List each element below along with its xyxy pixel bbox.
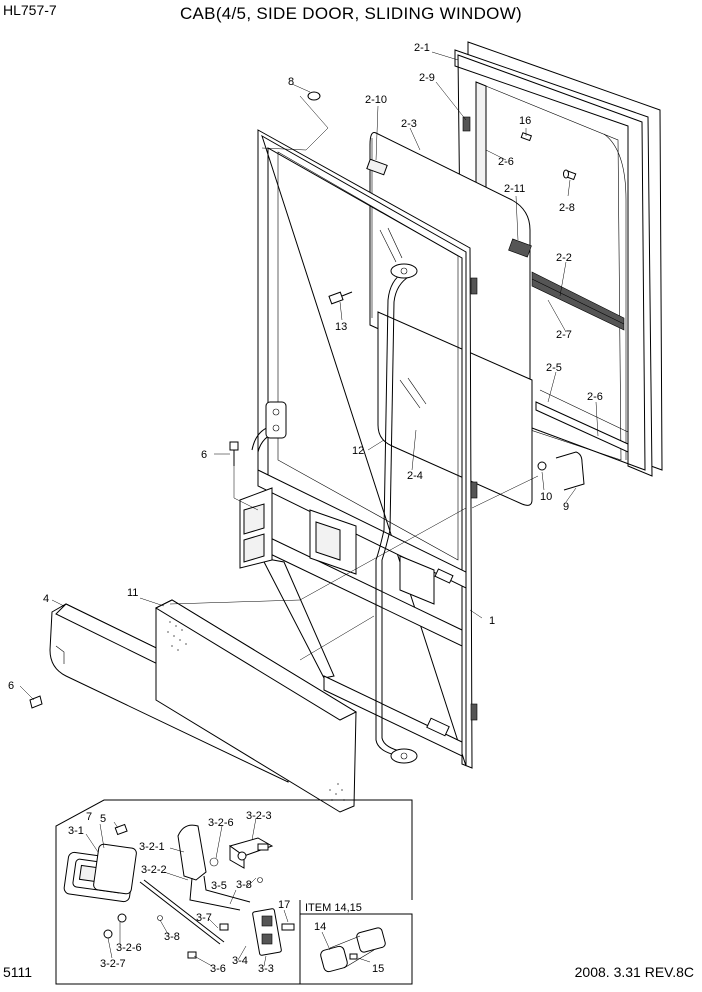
callout-4: 4 [43, 593, 49, 605]
callout-3-6: 3-6 [210, 963, 226, 975]
callout-3-8b: 3-8 [164, 931, 180, 943]
lever-3-2-1 [177, 824, 251, 911]
fixed-glass-2-4 [377, 311, 533, 506]
grab-handle-12 [251, 263, 418, 764]
callout-3-2-1: 3-2-1 [139, 841, 165, 853]
callout-6b: 6 [8, 680, 14, 692]
model-code: HL757-7 [3, 2, 57, 18]
callout-3-8a: 3-8 [236, 879, 252, 891]
callout-2-5: 2-5 [546, 362, 562, 374]
callout-11: 11 [127, 587, 138, 599]
window-frame-assembly [454, 41, 663, 477]
callout-10: 10 [540, 491, 552, 503]
callout-2-4: 2-4 [407, 470, 423, 482]
callout-3-1: 3-1 [68, 825, 84, 837]
u-bracket-9 [555, 451, 585, 491]
bolt-13 [328, 291, 353, 305]
callout-3-2-2: 3-2-2 [141, 864, 167, 876]
bolt-6-upper [229, 441, 239, 466]
latch-3-3 [252, 908, 295, 956]
callout-3-2-3: 3-2-3 [246, 810, 272, 822]
callout-6a: 6 [201, 449, 207, 461]
callout-2-9: 2-9 [419, 72, 435, 84]
item-box-title: ITEM 14,15 [305, 902, 362, 914]
callout-2-6a: 2-6 [498, 156, 514, 168]
callout-3-7: 3-7 [196, 912, 212, 924]
callout-labels: 1 2-1 2-2 2-3 2-4 2-5 2-6 2-6 2-7 2-8 2-… [8, 42, 603, 692]
callout-9: 9 [563, 501, 569, 513]
door-frame [239, 129, 478, 769]
callout-16: 16 [519, 115, 531, 127]
lock-inset: 3-1 3-2-1 3-2-2 3-2-3 3-2-6 3-2-6 3-2-7 … [55, 799, 413, 985]
callout-3-2-7: 3-2-7 [100, 958, 126, 970]
callout-2-6b: 2-6 [587, 391, 603, 403]
bracket-3-2-3 [228, 837, 274, 869]
callout-7: 7 [86, 811, 92, 823]
callout-2-3: 2-3 [401, 118, 417, 130]
callout-3-2-6a: 3-2-6 [208, 817, 234, 829]
callout-8: 8 [288, 76, 294, 88]
sound-pad-11 [154, 599, 358, 813]
callout-2-1: 2-1 [414, 42, 430, 54]
callout-1: 1 [489, 615, 495, 627]
lamp-14 [320, 927, 386, 973]
callout-12: 12 [352, 445, 364, 457]
callout-14: 14 [314, 921, 326, 933]
callout-5: 5 [100, 813, 106, 825]
revision-date: 2008. 3.31 REV.8C [574, 964, 694, 980]
callout-2-8: 2-8 [559, 202, 575, 214]
callout-3-3: 3-3 [258, 963, 274, 975]
item-14-15-box: ITEM 14,15 14 15 [299, 902, 413, 985]
callout-3-5: 3-5 [211, 880, 227, 892]
screw-16 [520, 132, 533, 142]
leader-lines [19, 51, 599, 701]
inner-handle-3-1 [63, 843, 137, 903]
callout-17: 17 [278, 899, 290, 911]
cap-8 [307, 91, 321, 101]
callout-15: 15 [372, 963, 384, 975]
callout-2-10: 2-10 [365, 94, 387, 106]
callout-3-2-6b: 3-2-6 [116, 942, 142, 954]
callout-2-11: 2-11 [504, 183, 525, 195]
callout-2-7: 2-7 [556, 329, 572, 341]
callout-3-4: 3-4 [232, 955, 248, 967]
diagram-title: CAB(4/5, SIDE DOOR, SLIDING WINDOW) [179, 4, 523, 23]
screw-2-8 [563, 169, 577, 181]
washer-10 [537, 461, 547, 471]
callout-13: 13 [335, 321, 347, 333]
callout-2-2: 2-2 [556, 252, 572, 264]
page-number: 5111 [3, 964, 33, 980]
